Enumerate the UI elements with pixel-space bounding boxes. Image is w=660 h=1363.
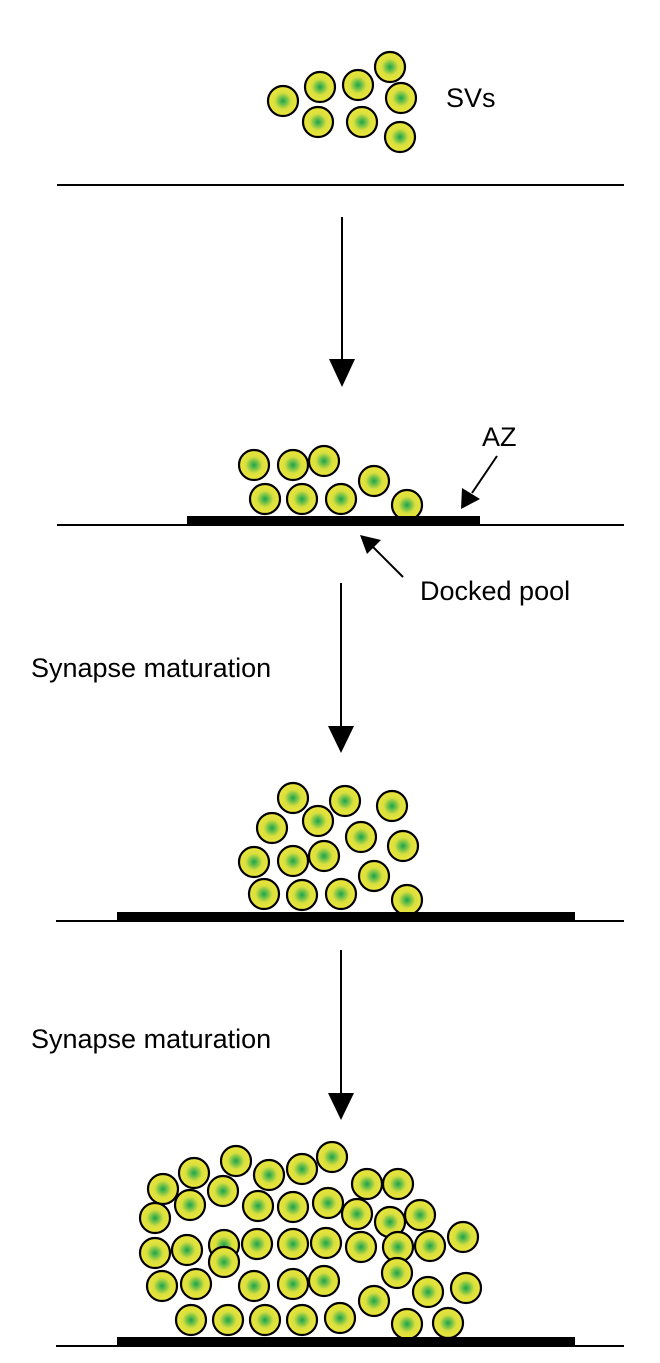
synaptic-vesicle — [390, 488, 424, 522]
synaptic-vesicle — [390, 883, 424, 917]
synaptic-vesicle — [285, 482, 319, 516]
synaptic-vesicle — [350, 1167, 384, 1201]
synaptic-vesicle — [174, 1303, 208, 1337]
synaptic-vesicle — [375, 789, 409, 823]
synaptic-vesicle — [340, 1197, 374, 1231]
stage-1-free-vesicles: SVs — [57, 50, 624, 186]
transition-arrow-3: Synapse maturation — [31, 950, 354, 1120]
synaptic-vesicle — [383, 120, 417, 154]
synaptic-vesicle — [206, 1174, 240, 1208]
vesicle-cluster — [237, 781, 424, 917]
synapse-maturation-label-2: Synapse maturation — [31, 1024, 271, 1054]
az-label: AZ — [482, 422, 517, 452]
synaptic-vesicle — [247, 877, 281, 911]
synaptic-vesicle — [145, 1269, 179, 1303]
synaptic-vesicle — [380, 1256, 414, 1290]
synaptic-vesicle — [307, 839, 341, 873]
transition-arrow-2: Synapse maturation — [31, 583, 354, 753]
synaptic-vesicle — [446, 1220, 480, 1254]
arrowhead-icon — [461, 488, 480, 509]
synaptic-vesicle — [390, 1307, 424, 1341]
synaptic-vesicle — [276, 1267, 310, 1301]
synaptic-vesicle — [344, 1230, 378, 1264]
synaptic-vesicle — [211, 1303, 245, 1337]
synaptic-vesicle — [323, 1301, 357, 1335]
docked-pool-label: Docked pool — [420, 576, 570, 606]
synaptic-vesicle — [384, 81, 418, 115]
synaptic-vesicle — [241, 1189, 275, 1223]
stage-2-initial-docking: AZ Docked pool — [57, 422, 624, 606]
svs-label: SVs — [446, 83, 496, 113]
synaptic-vesicle — [266, 84, 300, 118]
docked-pool-pointer-arrow — [360, 535, 404, 578]
active-zone-bar — [117, 1337, 575, 1346]
vesicle-cluster — [237, 444, 424, 522]
synaptic-vesicle — [276, 844, 310, 878]
synapse-maturation-label-1: Synapse maturation — [31, 653, 271, 683]
synaptic-vesicle — [285, 878, 319, 912]
synaptic-vesicle — [301, 804, 335, 838]
arrowhead-icon — [328, 1093, 354, 1120]
synaptic-vesicle — [252, 1158, 286, 1192]
active-zone-bar — [117, 912, 575, 921]
synaptic-vesicle — [357, 1284, 391, 1318]
arrowhead-icon — [329, 359, 355, 387]
synaptic-vesicle — [344, 820, 378, 854]
synaptic-vesicle — [411, 1275, 445, 1309]
synaptic-vesicle — [276, 781, 310, 815]
synaptic-vesicle — [248, 1303, 282, 1337]
synaptic-vesicle — [276, 1227, 310, 1261]
synaptic-vesicle — [315, 1140, 349, 1174]
synaptic-vesicle — [173, 1188, 207, 1222]
synaptic-vesicle — [431, 1306, 465, 1340]
vesicle-cluster — [266, 50, 418, 154]
synaptic-vesicle — [170, 1233, 204, 1267]
synaptic-vesicle — [381, 1167, 415, 1201]
synaptic-vesicle — [276, 448, 310, 482]
synaptic-vesicle — [179, 1267, 213, 1301]
synaptic-vesicle — [403, 1198, 437, 1232]
synaptic-vesicle — [449, 1271, 483, 1305]
arrowhead-icon — [328, 726, 354, 753]
synaptic-vesicle — [301, 105, 335, 139]
synaptic-vesicle — [248, 482, 282, 516]
synaptic-vesicle — [303, 70, 337, 104]
synaptic-vesicle — [324, 482, 358, 516]
synaptic-vesicle — [237, 1269, 271, 1303]
synaptic-vesicle — [328, 784, 362, 818]
synaptic-vesicle — [357, 859, 391, 893]
synaptic-vesicle — [207, 1245, 241, 1279]
synaptic-vesicle — [285, 1303, 319, 1337]
az-pointer-arrow — [461, 455, 498, 509]
synaptic-vesicle — [146, 1172, 180, 1206]
synaptic-vesicle — [373, 50, 407, 84]
synaptic-vesicle — [219, 1144, 253, 1178]
vesicle-cluster — [138, 1140, 483, 1341]
stage-4-mature — [56, 1140, 624, 1347]
synaptic-vesicle — [285, 1152, 319, 1186]
synaptic-vesicle — [240, 1227, 274, 1261]
arrowhead-icon — [360, 535, 381, 554]
synaptic-vesicle — [341, 68, 375, 102]
synaptic-vesicle — [255, 811, 289, 845]
synaptic-vesicle — [177, 1156, 211, 1190]
synaptic-vesicle — [309, 1226, 343, 1260]
synaptic-vesicle — [307, 444, 341, 478]
synaptic-vesicle — [307, 1264, 341, 1298]
active-zone-bar — [187, 516, 480, 525]
synaptic-vesicle — [311, 1186, 345, 1220]
synaptic-vesicle — [324, 877, 358, 911]
synaptic-vesicle — [413, 1229, 447, 1263]
synaptic-vesicle — [138, 1236, 172, 1270]
synaptic-vesicle — [357, 464, 391, 498]
transition-arrow-1 — [329, 217, 355, 387]
synaptic-vesicle — [237, 448, 271, 482]
synaptic-vesicle — [345, 105, 379, 139]
synaptic-vesicle — [237, 845, 271, 879]
synaptic-vesicle — [138, 1201, 172, 1235]
synaptic-vesicle — [276, 1190, 310, 1224]
synaptic-vesicle — [386, 829, 420, 863]
stage-3-intermediate — [56, 781, 624, 922]
